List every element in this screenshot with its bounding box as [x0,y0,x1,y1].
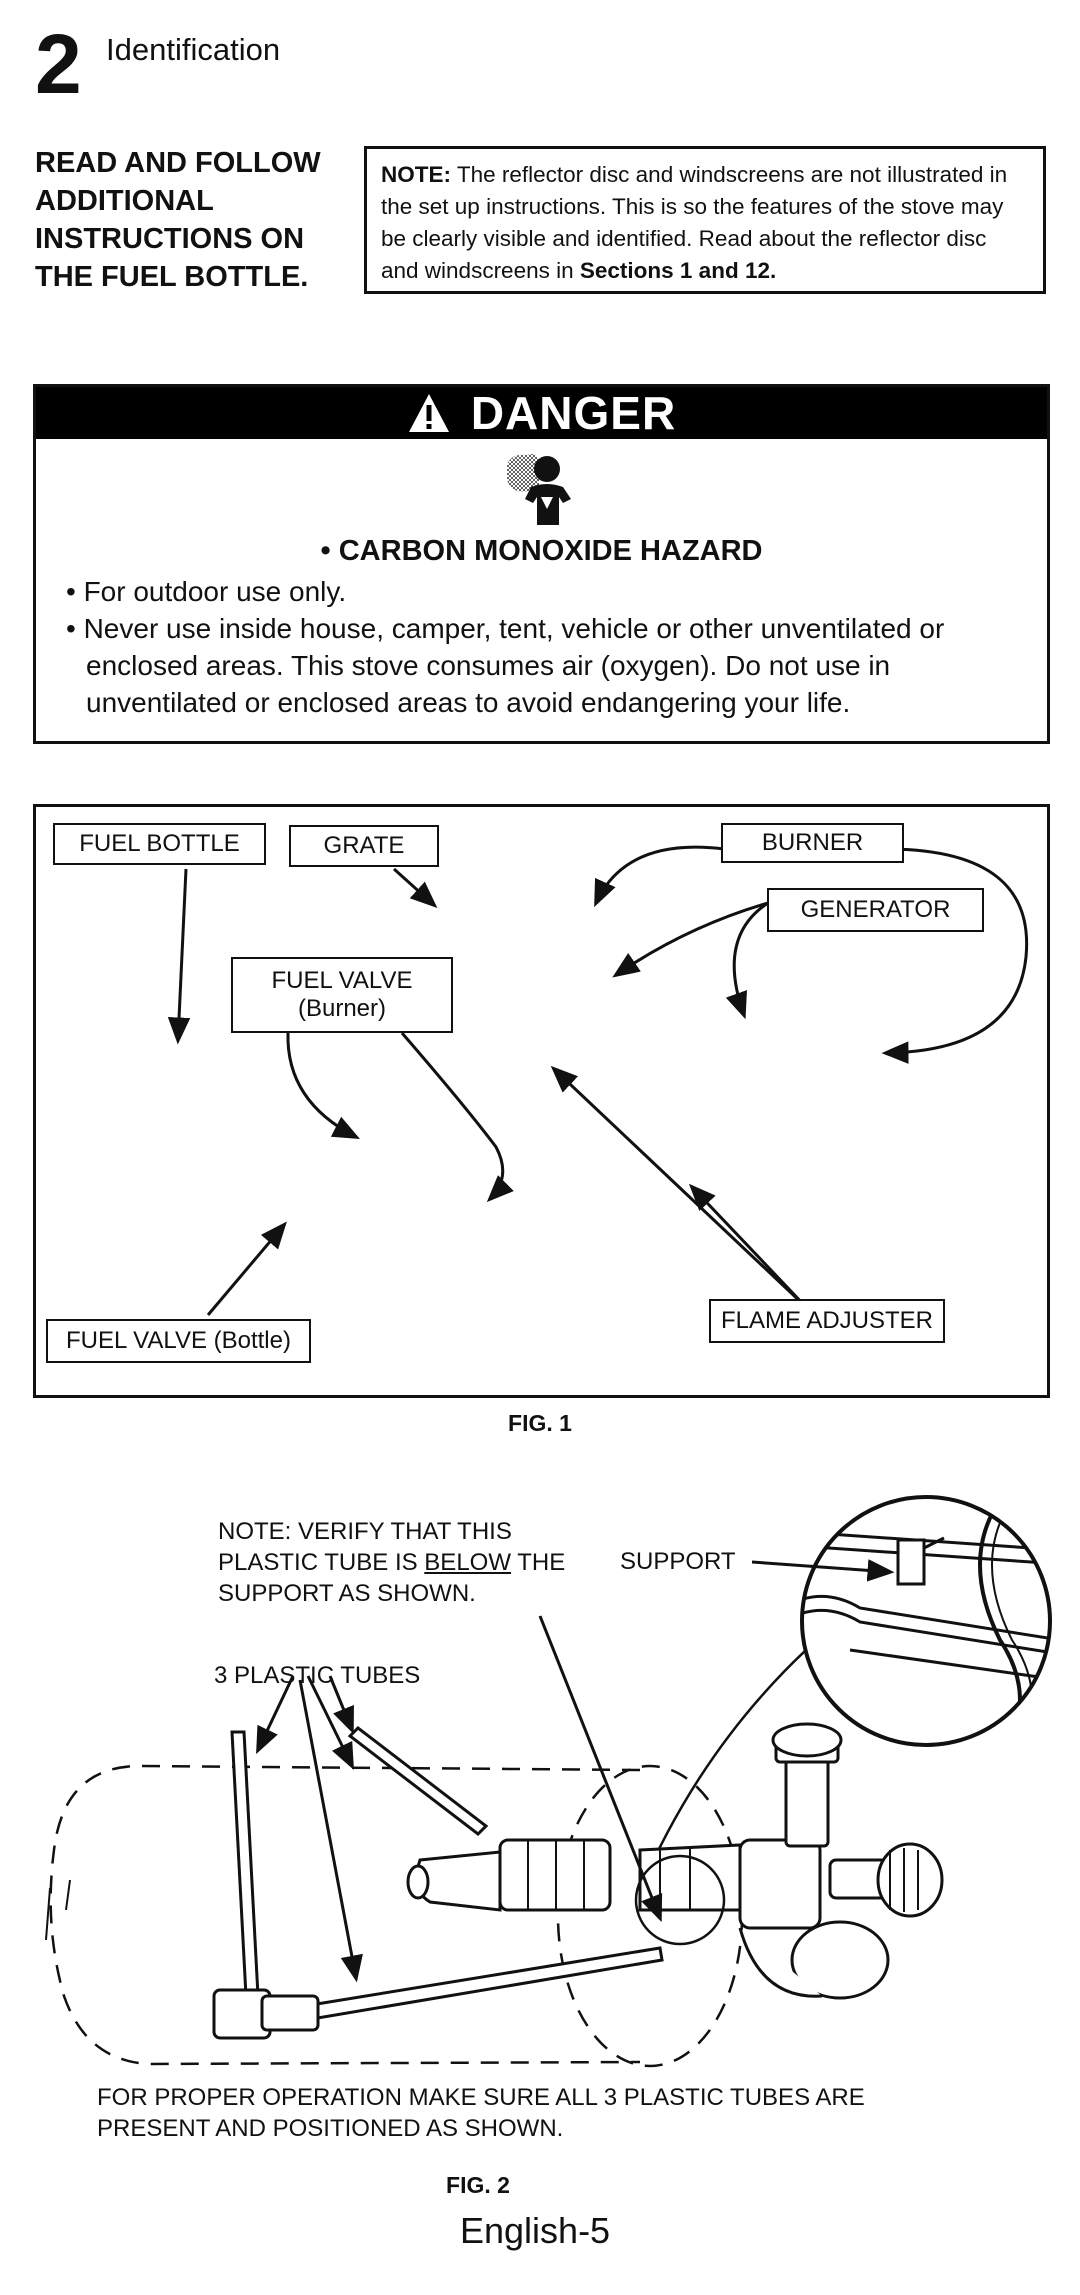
note-label: NOTE: [381,162,451,187]
warning-triangle-icon [408,394,449,432]
danger-item-never-indoors: • Never use inside house, camper, tent, … [66,613,945,718]
verify-tube-note-suffix: THE SUPPORT AS SHOWN. [218,1549,566,1607]
read-follow-instructions: READ AND FOLLOW ADDITIONAL INSTRUCTIONS … [35,147,321,293]
label-fuel-valve-burner-line1: FUEL VALVE [271,967,413,994]
section-number: 2 [35,17,82,111]
label-fuel-valve-bottle: FUEL VALVE (Bottle) [46,1319,311,1363]
danger-box: DANGER • CARBON MONOXIDE HAZARD • For ou… [33,384,1050,744]
carbon-monoxide-hazard: • CARBON MONOXIDE HAZARD [320,535,763,567]
label-burner: BURNER [721,823,904,863]
verify-tube-note: NOTE: VERIFY THAT THIS PLASTIC TUBE IS B… [218,1516,598,1609]
note-sections-ref: Sections 1 and 12. [579,258,777,283]
label-grate: GRATE [289,825,439,867]
verify-tube-note-prefix: NOTE: VERIFY THAT THIS PLASTIC TUBE IS [218,1518,512,1576]
section-title: Identification [106,32,281,67]
danger-list: • For outdoor use only. • Never use insi… [66,573,1017,721]
label-flame-adjuster: FLAME ADJUSTER [709,1299,945,1343]
label-fuel-bottle: FUEL BOTTLE [53,823,266,865]
label-fuel-valve-burner-line2: (Burner) [297,995,387,1022]
danger-item-outdoor: • For outdoor use only. [66,576,347,607]
proper-operation-note: FOR PROPER OPERATION MAKE SURE ALL 3 PLA… [97,2084,865,2142]
label-generator: GENERATOR [767,888,984,932]
danger-header: DANGER [36,387,1047,439]
figure-1-diagram: FUEL BOTTLE GRATE BURNER GENERATOR FUEL … [33,804,1050,1398]
co-inhalation-icon [507,453,571,525]
label-3-plastic-tubes: 3 PLASTIC TUBES [214,1662,421,1689]
page-number: English-5 [460,2210,611,2251]
note-box: NOTE: The reflector disc and windscreens… [364,146,1046,294]
figure-1-caption: FIG. 1 [508,1410,572,1436]
figure-1-leader-arrows [167,845,1029,1316]
verify-tube-note-below: BELOW [424,1549,511,1576]
note-text: The reflector disc and windscreens are n… [381,162,1008,283]
figure-2-caption: FIG. 2 [446,2172,510,2198]
label-support: SUPPORT [620,1548,736,1575]
figure-2-illustration [45,1495,1052,2068]
label-fuel-valve-burner: FUEL VALVE (Burner) [231,957,453,1033]
danger-title: DANGER [470,387,677,439]
